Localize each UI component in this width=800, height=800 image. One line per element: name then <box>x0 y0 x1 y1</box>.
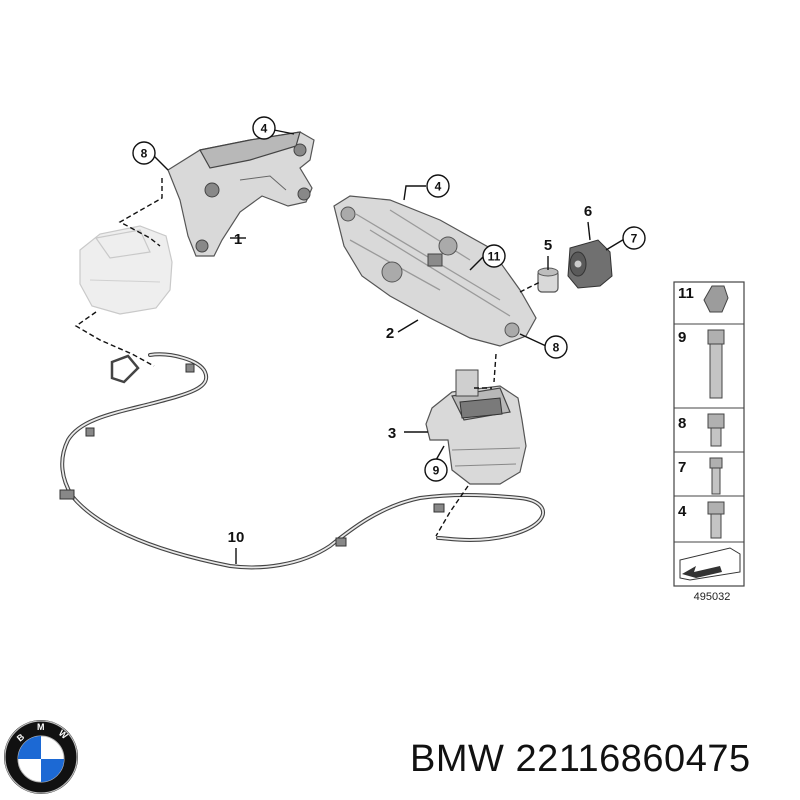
svg-text:4: 4 <box>261 122 268 136</box>
svg-text:4: 4 <box>435 180 442 194</box>
small-bushing-part-5 <box>537 267 559 293</box>
fastener-legend: 11 9 8 7 4 <box>673 281 745 587</box>
callout-9: 9 <box>424 458 448 482</box>
caption-brand: BMW <box>410 738 505 780</box>
callout-8-bracket: 8 <box>132 141 156 165</box>
engine-support-bracket-part-1 <box>167 131 315 257</box>
ghosted-engine-mount <box>79 225 173 315</box>
svg-text:M: M <box>37 722 45 732</box>
legend-direction-arrow <box>679 547 741 581</box>
bmw-logo: B M W <box>4 720 78 794</box>
callout-7: 7 <box>622 226 646 250</box>
svg-text:11: 11 <box>678 285 694 302</box>
svg-text:8: 8 <box>141 147 148 161</box>
callout-8-arm: 8 <box>544 335 568 359</box>
legend-row-4: 4 <box>678 501 725 539</box>
callout-11: 11 <box>482 244 506 268</box>
svg-text:7: 7 <box>631 232 638 246</box>
callout-1: 1 <box>234 231 242 248</box>
svg-text:8: 8 <box>678 415 686 432</box>
svg-text:7: 7 <box>678 459 686 476</box>
rubber-mount-part-6 <box>567 239 613 289</box>
svg-text:9: 9 <box>433 464 440 478</box>
legend-row-7: 7 <box>678 457 723 495</box>
svg-text:8: 8 <box>553 341 560 355</box>
svg-text:11: 11 <box>488 250 501 264</box>
vacuum-line-part-10 <box>59 352 546 570</box>
leader-lines <box>153 129 627 564</box>
legend-row-9: 9 <box>678 329 725 399</box>
callout-4-arm: 4 <box>426 174 450 198</box>
callout-6: 6 <box>584 203 592 220</box>
legend-row-8: 8 <box>678 413 725 447</box>
reference-number: 495032 <box>694 591 731 603</box>
part-caption: BMW 22116860475 <box>410 738 751 781</box>
engine-mount-part-3 <box>425 369 527 485</box>
assembly-dashed-lines <box>74 178 541 537</box>
legend-row-11: 11 <box>678 285 729 313</box>
callout-10: 10 <box>228 529 245 546</box>
callout-4-bracket: 4 <box>252 116 276 140</box>
callout-5: 5 <box>544 237 552 254</box>
svg-text:B: B <box>15 731 27 743</box>
caption-part-number: 22116860475 <box>515 738 751 780</box>
callout-3: 3 <box>388 425 396 442</box>
engine-support-arm-part-2 <box>333 195 537 347</box>
callout-2: 2 <box>386 325 394 342</box>
svg-text:9: 9 <box>678 329 686 346</box>
svg-text:4: 4 <box>678 503 687 520</box>
